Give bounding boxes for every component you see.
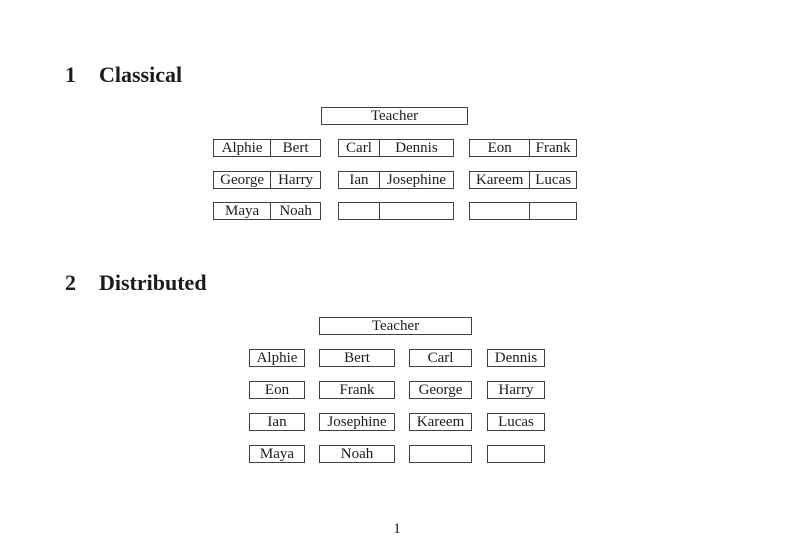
teacher-label: Teacher bbox=[370, 107, 419, 124]
seat-label bbox=[470, 203, 529, 219]
desk: Maya bbox=[249, 445, 305, 463]
seat-label: Ian bbox=[267, 413, 287, 430]
seat-label: Kareem bbox=[416, 413, 465, 430]
desk: Ian Josephine bbox=[338, 171, 454, 189]
seat-label: Josephine bbox=[378, 172, 453, 188]
desk: Carl bbox=[409, 349, 472, 367]
section-heading-classical: 1 Classical bbox=[65, 62, 183, 87]
seat-label: Kareem bbox=[475, 172, 524, 188]
teacher-box: Teacher bbox=[319, 317, 472, 335]
seat-label: Alphie bbox=[221, 140, 263, 156]
desk bbox=[338, 202, 454, 220]
desk bbox=[487, 445, 545, 463]
seat-label: George bbox=[418, 381, 463, 398]
desk: Josephine bbox=[319, 413, 395, 431]
seat-label: Carl bbox=[427, 349, 454, 366]
seat-label: Maya bbox=[225, 203, 260, 219]
section-title: Classical bbox=[99, 62, 183, 87]
desk: Harry bbox=[487, 381, 545, 399]
desk: Kareem bbox=[409, 413, 472, 431]
desk: Eon Frank bbox=[469, 139, 577, 157]
desk: Maya Noah bbox=[213, 202, 321, 220]
seat-label: Frank bbox=[339, 381, 375, 398]
seat-label: Harry bbox=[270, 172, 320, 188]
seat-label: George bbox=[220, 172, 265, 188]
desk: Lucas bbox=[487, 413, 545, 431]
seat-label: Eon bbox=[264, 381, 290, 398]
seat-label: Josephine bbox=[327, 413, 387, 430]
seat-label: Frank bbox=[529, 140, 576, 156]
seat-label: Noah bbox=[270, 203, 320, 219]
seat-label: Bert bbox=[344, 349, 370, 366]
seat-label: Maya bbox=[259, 445, 295, 462]
seat-label: Dennis bbox=[378, 140, 453, 156]
desk: Carl Dennis bbox=[338, 139, 454, 157]
teacher-label: Teacher bbox=[371, 317, 420, 334]
desk bbox=[409, 445, 472, 463]
desk: Noah bbox=[319, 445, 395, 463]
desk bbox=[469, 202, 577, 220]
desk: George Harry bbox=[213, 171, 321, 189]
section-title: Distributed bbox=[99, 270, 207, 295]
section-heading-distributed: 2 Distributed bbox=[65, 270, 207, 295]
seat-label: Lucas bbox=[529, 172, 576, 188]
seat-label: Alphie bbox=[256, 349, 298, 366]
desk: Ian bbox=[249, 413, 305, 431]
desk: Frank bbox=[319, 381, 395, 399]
seat-label: Dennis bbox=[494, 349, 538, 366]
desk: Dennis bbox=[487, 349, 545, 367]
seat-label: Bert bbox=[270, 140, 320, 156]
seat-label: Harry bbox=[498, 381, 534, 398]
desk: Bert bbox=[319, 349, 395, 367]
desk: George bbox=[409, 381, 472, 399]
desk: Eon bbox=[249, 381, 305, 399]
desk: Alphie Bert bbox=[213, 139, 321, 157]
seat-label bbox=[378, 203, 453, 219]
section-number: 2 bbox=[65, 270, 76, 295]
seat-label bbox=[339, 203, 379, 219]
teacher-box: Teacher bbox=[321, 107, 468, 125]
seat-label: Ian bbox=[349, 172, 369, 188]
section-number: 1 bbox=[65, 62, 76, 87]
seat-label: Lucas bbox=[498, 413, 534, 430]
desk: Kareem Lucas bbox=[469, 171, 577, 189]
seat-label: Noah bbox=[340, 445, 374, 462]
seat-label: Eon bbox=[487, 140, 512, 156]
seat-label bbox=[529, 203, 576, 219]
desk: Alphie bbox=[249, 349, 305, 367]
seat-label: Carl bbox=[346, 140, 372, 156]
page-number: 1 bbox=[393, 521, 401, 537]
